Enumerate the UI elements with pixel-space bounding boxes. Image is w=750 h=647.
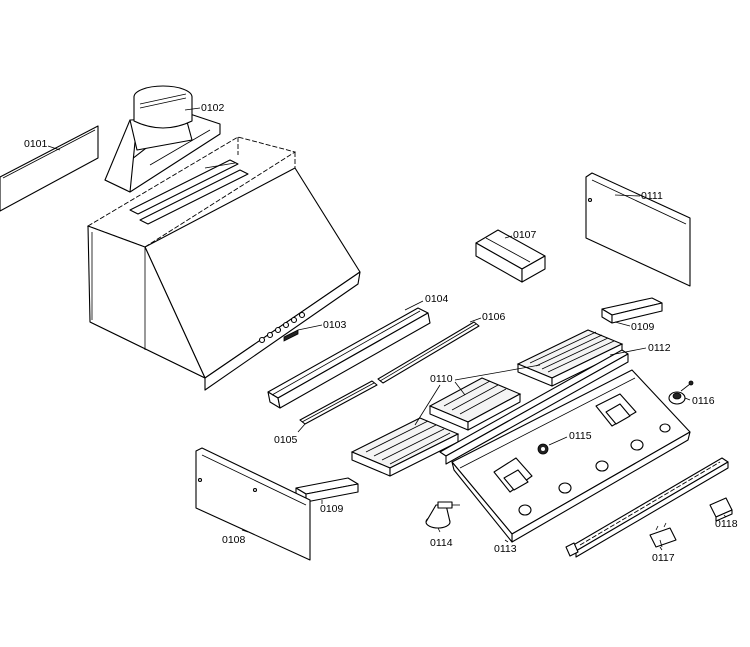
label-0114: 0114: [430, 537, 453, 549]
label-0108: 0108: [222, 534, 246, 546]
part-0108-side-panel[interactable]: [195, 447, 311, 561]
label-0117: 0117: [652, 552, 675, 564]
label-0114-group: 0114: [430, 527, 453, 549]
hood-body[interactable]: [86, 136, 361, 391]
label-0106: 0106: [482, 311, 506, 323]
label-0103-group: 0103: [297, 319, 347, 331]
label-0116-group: 0116: [684, 395, 715, 407]
part-0114-lamp[interactable]: [425, 501, 460, 529]
label-0101-group: 0101: [24, 138, 61, 151]
label-0109-upper-group: 0109: [614, 321, 655, 333]
part-0107-bracket[interactable]: [475, 229, 546, 283]
label-0108-group: 0108: [222, 529, 249, 546]
part-0109-spacer-upper[interactable]: [601, 297, 663, 324]
label-0107-group: 0107: [504, 229, 537, 241]
label-0109-lower-group: 0109: [320, 500, 344, 515]
part-0112-angle-strip[interactable]: [439, 349, 629, 465]
label-0118: 0118: [715, 518, 738, 530]
part-0105-gasket-strip[interactable]: [299, 380, 378, 425]
part-0110-filter-bottom[interactable]: [350, 417, 460, 477]
part-0110-filter-top[interactable]: [516, 329, 624, 387]
label-0101: 0101: [24, 138, 48, 150]
part-0115-light[interactable]: [537, 443, 549, 455]
label-0104-group: 0104: [404, 293, 449, 311]
label-0111-group: 0111: [614, 190, 663, 202]
label-0110: 0110: [430, 373, 453, 385]
label-0103: 0103: [323, 319, 347, 331]
label-0107: 0107: [513, 229, 537, 241]
label-0109-upper: 0109: [631, 321, 655, 333]
part-0117-switch[interactable]: [649, 522, 677, 548]
label-0113-group: 0113: [494, 539, 517, 555]
label-0118-group: 0118: [715, 514, 738, 530]
part-0106-gasket-strip[interactable]: [377, 321, 480, 384]
label-0109-lower: 0109: [320, 503, 344, 515]
label-0112: 0112: [648, 342, 671, 354]
part-0111-side-panel[interactable]: [585, 172, 691, 287]
label-0105-group: 0105: [274, 423, 306, 446]
label-0102: 0102: [201, 102, 225, 114]
label-0110-group: 0110: [414, 364, 541, 426]
label-0112-group: 0112: [609, 342, 671, 356]
part-0102-duct-transition[interactable]: [104, 85, 221, 193]
label-0105: 0105: [274, 434, 298, 446]
part-0113-blower-tray[interactable]: [451, 369, 691, 543]
label-0115: 0115: [569, 430, 592, 442]
part-0110-filter-middle[interactable]: [428, 377, 522, 431]
label-0102-group: 0102: [184, 102, 225, 114]
label-0116: 0116: [692, 395, 715, 407]
label-0113: 0113: [494, 543, 517, 555]
label-0104: 0104: [425, 293, 449, 305]
part-rail[interactable]: [565, 457, 729, 558]
part-0104-channel[interactable]: [267, 307, 431, 409]
label-0117-group: 0117: [652, 546, 675, 564]
label-0115-group: 0115: [548, 430, 592, 446]
label-0106-group: 0106: [469, 311, 506, 323]
label-0111: 0111: [641, 190, 663, 202]
part-0101-trim-panel[interactable]: [0, 125, 99, 212]
part-0116-plug[interactable]: [668, 380, 694, 405]
